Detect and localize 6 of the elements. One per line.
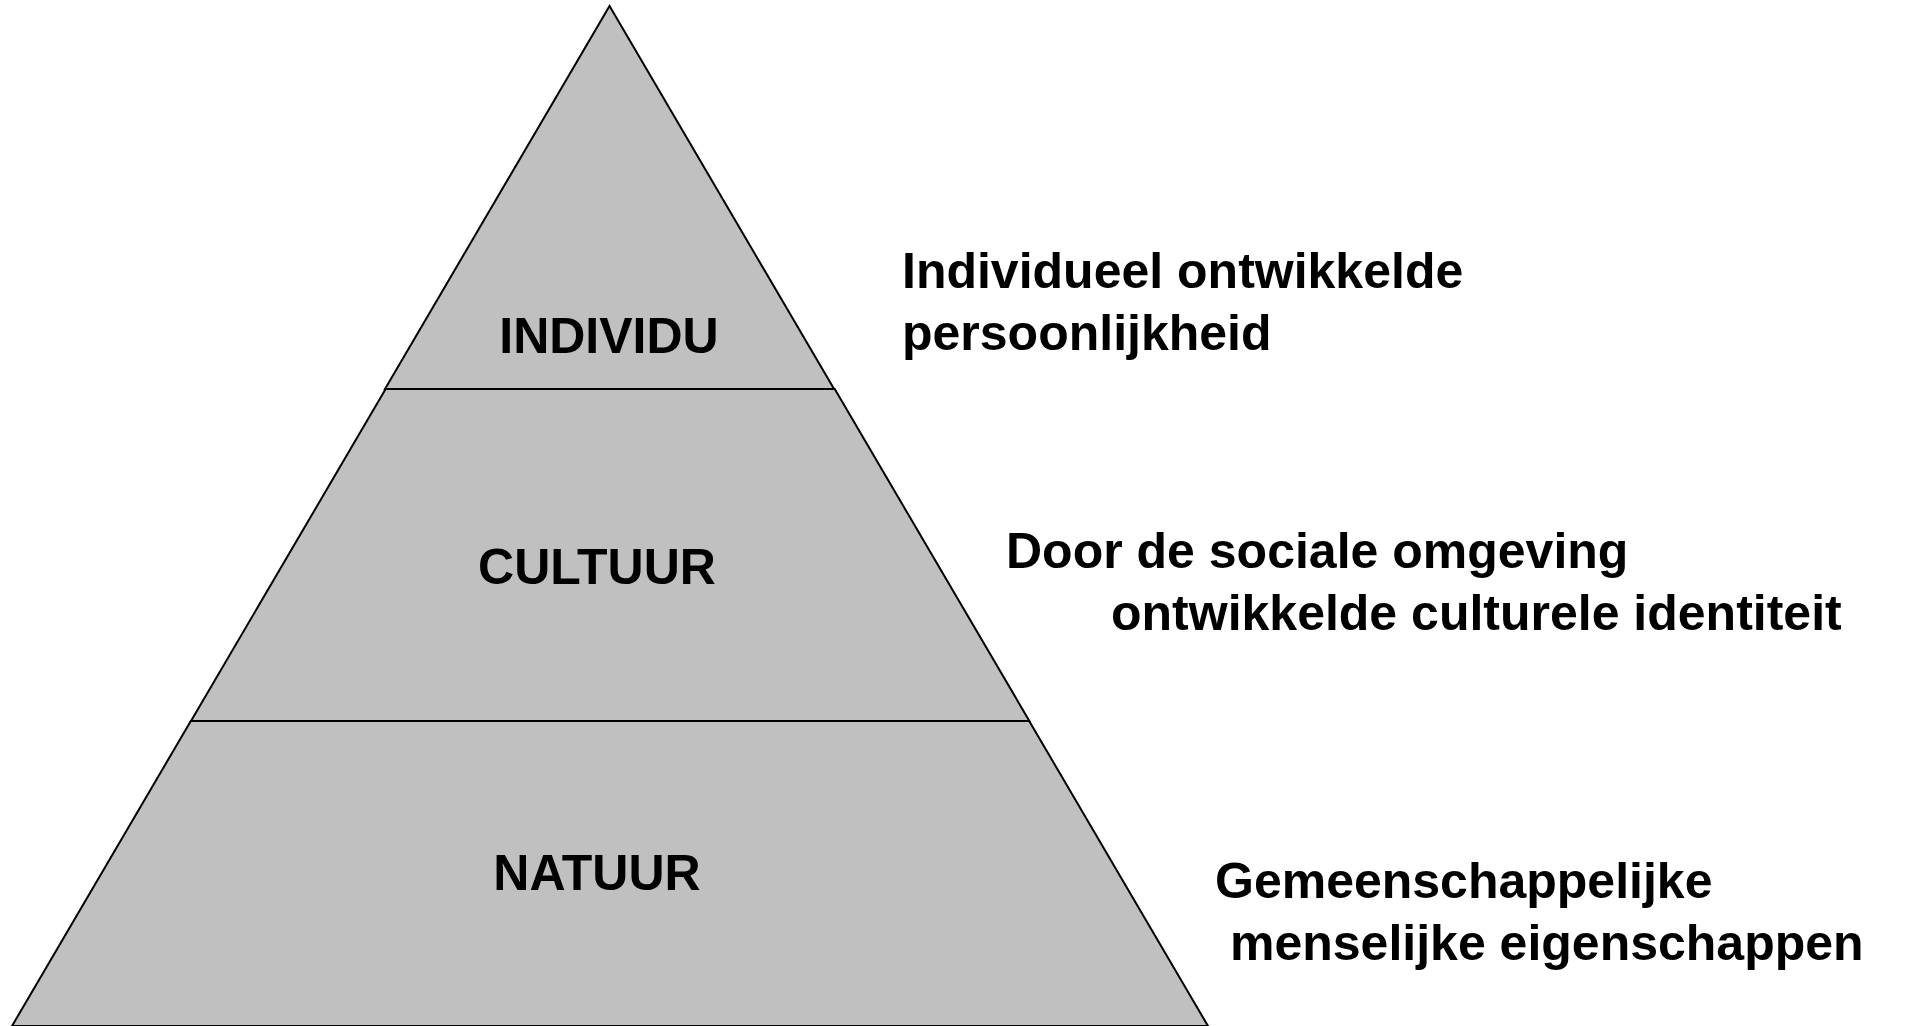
tier-label: CULTUUR bbox=[478, 538, 716, 596]
tier-label: INDIVIDU bbox=[499, 307, 719, 365]
description-text: Individueel ontwikkelde persoonlijkheid bbox=[902, 242, 1465, 363]
tier-label: NATUUR bbox=[493, 844, 701, 902]
description-text: Gemeenschappelijke menselijke eigenschappen bbox=[1215, 852, 1865, 973]
description-text: Door de sociale omgeving ontwikkelde culturele identiteit bbox=[1006, 522, 1843, 643]
